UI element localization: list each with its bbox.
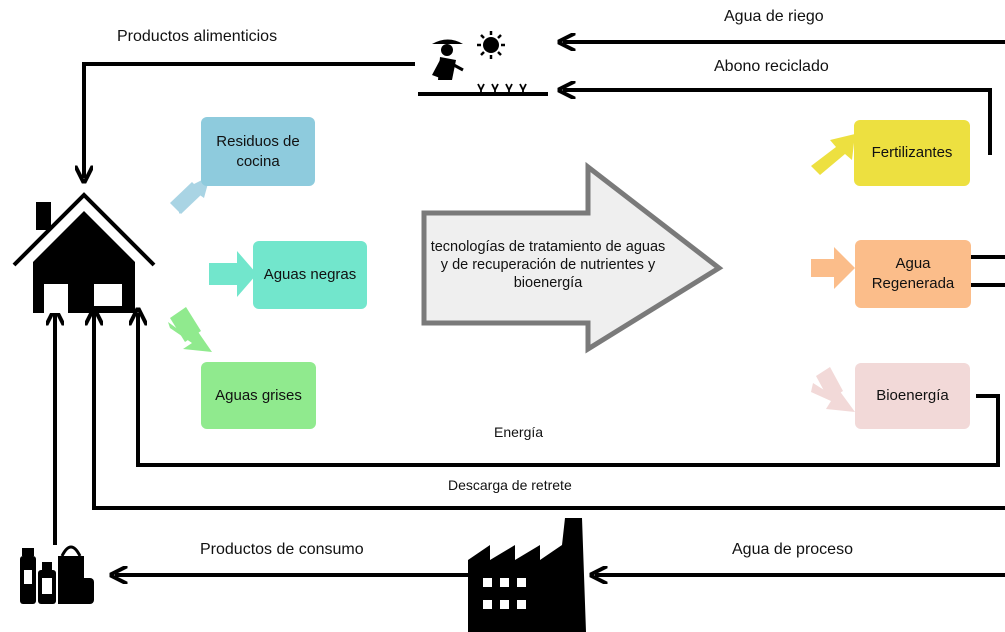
- grises-input-arrow-body: [170, 307, 201, 342]
- bottle-labels: [24, 570, 52, 594]
- abono-reciclado-arrow: [563, 90, 992, 155]
- descarga-retrete-label: Descarga de retrete: [448, 477, 572, 493]
- negras-input-arrow: [209, 251, 257, 297]
- sun-icon: [477, 31, 505, 59]
- agua-regenerada-output-arrow: [811, 247, 855, 289]
- agua-regenerada-box: Agua Regenerada: [855, 240, 971, 308]
- productos-alimenticios-arrow: [84, 62, 415, 178]
- energia-arrow: [138, 313, 1000, 467]
- bioenergia-output-arrow: [811, 383, 855, 412]
- factory-icon: [468, 518, 586, 632]
- energia-label: Energía: [494, 424, 544, 440]
- fertilizantes-box: Fertilizantes: [854, 120, 970, 186]
- productos-alimenticios-label: Productos alimenticios: [117, 28, 278, 45]
- bioenergia-box: Bioenergía: [855, 363, 970, 429]
- bioenergia-output-arrow-body: [816, 367, 843, 400]
- residuos-cocina-box: Residuos de cocina: [201, 117, 315, 186]
- productos-consumo-label: Productos de consumo: [200, 541, 364, 558]
- agua-proceso-label: Agua de proceso: [732, 541, 853, 558]
- process-arrow: [421, 161, 724, 354]
- house-icon: [12, 192, 156, 313]
- abono-reciclado-label: Abono reciclado: [714, 58, 829, 75]
- descarga-retrete-arrow: [94, 313, 1005, 510]
- fertilizantes-output-arrow: [811, 134, 855, 175]
- residuos-input-arrow-body: [170, 182, 203, 214]
- agua-riego-label: Agua de riego: [724, 8, 824, 25]
- aguas-negras-box: Aguas negras: [253, 241, 367, 309]
- farmer-icon: [418, 39, 548, 96]
- aguas-grises-box: Aguas grises: [201, 362, 316, 429]
- grises-input-arrow: [168, 322, 212, 352]
- process-arrow-text: tecnologías de tratamiento de aguas y de…: [430, 239, 666, 291]
